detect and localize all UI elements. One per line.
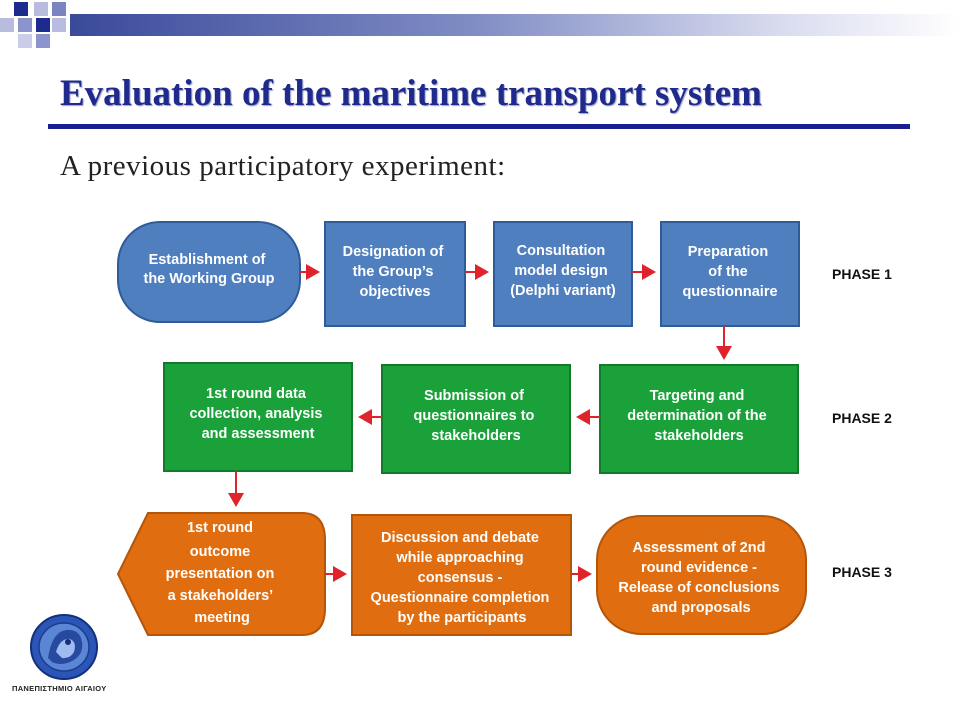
- node-outcome-label: 1st round outcome presentation on a stak…: [166, 520, 279, 626]
- university-logo-caption: ΠΑΝΕΠΙΣΤΗΜΙΟ ΑΙΓΑΙΟΥ: [12, 684, 107, 693]
- node-first-round: [163, 362, 353, 472]
- node-submission: [381, 364, 571, 474]
- node-designation: [324, 221, 466, 327]
- node-first-round-label: 1st round data collection, analysis and …: [189, 386, 326, 442]
- header-gradient-bar: [70, 14, 960, 36]
- node-outcome: [116, 512, 326, 636]
- node-preparation-label: Preparation of the questionnaire: [682, 244, 777, 300]
- node-assessment: [596, 515, 807, 635]
- university-logo-emblem: [30, 614, 98, 680]
- title-underline: [48, 124, 910, 129]
- node-preparation: [660, 221, 800, 327]
- node-targeting-label: Targeting and determination of the stake…: [627, 388, 770, 444]
- phase-2-label: PHASE 2: [832, 410, 892, 426]
- node-consultation: [493, 221, 633, 327]
- node-consultation-label: Consultation model design (Delphi varian…: [510, 243, 616, 299]
- node-targeting: [599, 364, 799, 474]
- node-designation-label: Designation of the Group’s objectives: [343, 244, 448, 300]
- node-discussion-label: Discussion and debate while approaching …: [371, 530, 554, 626]
- node-establishment-label: Establishment of the Working Group: [143, 252, 274, 287]
- slide-subtitle: A previous participatory experiment:: [60, 150, 506, 182]
- node-assessment-label: Assessment of 2nd round evidence - Relea…: [618, 540, 783, 616]
- phase-1-label: PHASE 1: [832, 266, 892, 282]
- node-submission-label: Submission of questionnaires to stakehol…: [414, 388, 539, 444]
- slide-title: Evaluation of the maritime transport sys…: [60, 73, 762, 114]
- phase-3-label: PHASE 3: [832, 564, 892, 580]
